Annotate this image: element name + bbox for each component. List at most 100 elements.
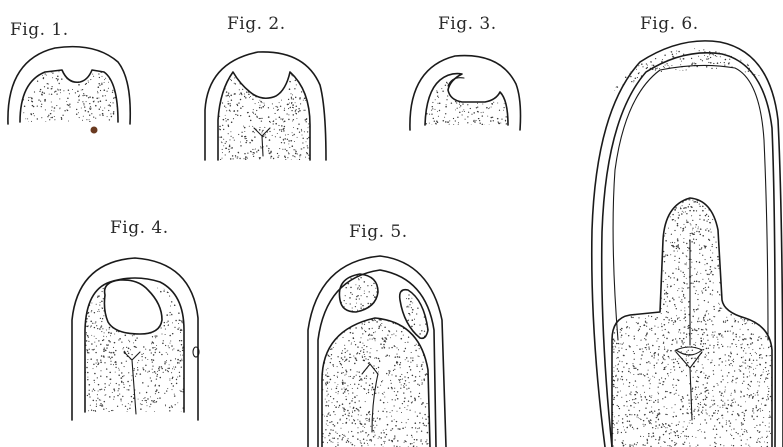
stipple-dot <box>94 349 95 350</box>
stipple-dot <box>752 349 753 350</box>
stipple-dot <box>617 227 618 228</box>
stipple-dot <box>109 396 111 398</box>
stipple-dot <box>697 376 698 377</box>
stipple-dot <box>617 250 619 252</box>
stipple-dot <box>51 94 52 95</box>
stipple-dot <box>453 82 454 83</box>
stipple-dot <box>743 241 744 242</box>
stipple-dot <box>663 334 665 336</box>
stipple-dot <box>237 158 238 159</box>
stipple-dot <box>759 432 760 433</box>
stipple-dot <box>401 412 402 413</box>
stipple-dot <box>338 283 339 284</box>
stipple-dot <box>86 285 87 286</box>
stipple-dot <box>87 352 89 354</box>
stipple-dot <box>115 367 116 368</box>
stipple-dot <box>113 102 114 103</box>
stipple-dot <box>647 295 648 296</box>
stipple-dot <box>724 231 725 232</box>
stipple-dot <box>677 435 678 436</box>
stipple-dot <box>250 120 252 122</box>
stipple-dot <box>353 419 354 420</box>
stipple-dot <box>357 310 358 311</box>
stipple-dot <box>178 323 179 324</box>
stipple-dot <box>337 356 338 357</box>
stipple-dot <box>89 390 90 391</box>
stipple-dot <box>741 439 742 440</box>
stipple-dot <box>753 369 754 370</box>
stipple-dot <box>293 119 294 120</box>
stipple-dot <box>638 402 639 403</box>
stipple-dot <box>127 381 129 383</box>
stipple-dot <box>52 72 53 73</box>
stipple-dot <box>747 303 748 304</box>
stipple-dot <box>706 329 707 330</box>
stipple-dot <box>325 374 326 375</box>
stipple-dot <box>646 332 647 333</box>
stipple-dot <box>642 351 643 352</box>
stipple-dot <box>328 376 329 377</box>
stipple-dot <box>334 338 335 339</box>
stipple-dot <box>228 101 229 102</box>
stipple-dot <box>263 106 265 108</box>
stipple-dot <box>757 439 758 440</box>
stipple-dot <box>753 215 754 216</box>
stipple-dot <box>341 324 342 325</box>
stipple-dot <box>733 247 735 249</box>
stipple-dot <box>727 330 728 331</box>
stipple-dot <box>666 292 667 293</box>
stipple-dot <box>729 286 731 288</box>
stipple-dot <box>93 101 95 103</box>
stipple-dot <box>721 400 722 401</box>
stipple-dot <box>288 134 289 135</box>
stipple-dot <box>299 155 300 156</box>
stipple-dot <box>78 71 79 72</box>
stipple-dot <box>616 422 617 423</box>
stipple-dot <box>708 392 709 393</box>
stipple-dot <box>379 361 380 362</box>
stipple-dot <box>761 244 762 245</box>
stipple-dot <box>650 226 651 227</box>
stipple-dot <box>325 405 327 407</box>
stipple-dot <box>275 73 277 75</box>
stipple-dot <box>245 157 246 158</box>
stipple-dot <box>700 273 701 274</box>
stipple-dot <box>629 291 630 292</box>
stipple-dot <box>686 333 687 334</box>
stipple-dot <box>493 96 494 97</box>
stipple-dot <box>699 204 700 205</box>
stipple-dot <box>701 321 702 322</box>
stipple-dot <box>394 405 395 406</box>
stipple-dot <box>628 298 629 299</box>
stipple-dot <box>354 341 355 342</box>
stipple-dot <box>225 75 226 76</box>
stipple-dot <box>157 371 158 372</box>
stipple-dot <box>717 342 718 343</box>
stipple-dot <box>230 111 231 112</box>
stipple-dot <box>702 413 703 414</box>
stipple-dot <box>399 287 401 289</box>
stipple-dot <box>627 248 628 249</box>
stipple-dot <box>634 359 635 360</box>
stipple-dot <box>367 443 368 444</box>
stipple-dot <box>767 442 768 443</box>
stipple-dot <box>651 203 652 204</box>
stipple-dot <box>422 369 423 370</box>
stipple-dot <box>90 327 91 328</box>
stipple-dot <box>364 427 365 428</box>
stipple-dot <box>93 389 94 390</box>
stipple-dot <box>769 255 770 256</box>
stipple-dot <box>392 428 393 429</box>
stipple-dot <box>71 67 72 68</box>
stipple-dot <box>687 362 688 363</box>
stipple-dot <box>696 274 697 275</box>
stipple-dot <box>456 125 457 126</box>
stipple-dot <box>277 157 278 158</box>
stipple-dot <box>259 105 260 106</box>
stipple-dot <box>401 336 402 337</box>
stipple-dot <box>613 427 614 428</box>
stipple-dot <box>403 351 404 352</box>
stipple-dot <box>645 339 646 340</box>
stipple-dot <box>645 236 646 237</box>
stipple-dot <box>406 422 407 423</box>
